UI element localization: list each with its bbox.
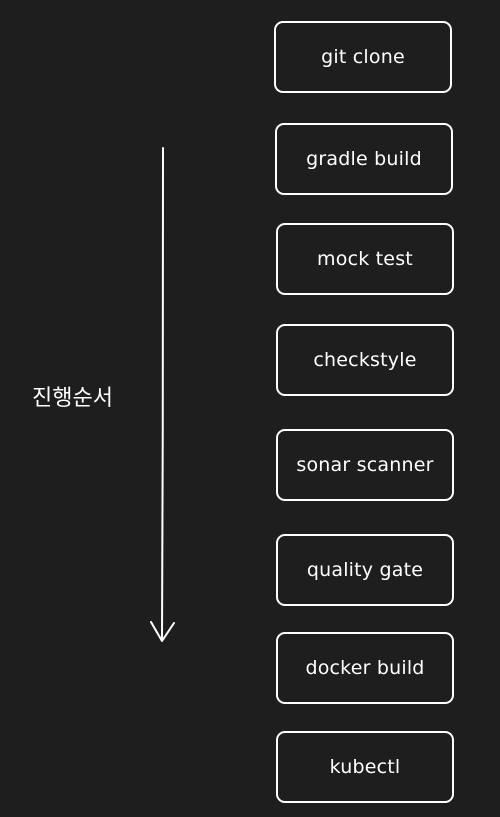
step-label: docker build (305, 657, 425, 679)
order-label: 진행순서 (32, 386, 113, 411)
step-label: mock test (317, 248, 413, 270)
step-label: checkstyle (313, 349, 417, 371)
step-git-clone: git clone (274, 21, 452, 93)
step-label: kubectl (329, 756, 401, 778)
step-mock-test: mock test (276, 223, 454, 295)
step-sonar-scanner: sonar scanner (276, 429, 454, 501)
step-label: sonar scanner (296, 454, 434, 476)
step-label: git clone (321, 46, 405, 68)
step-label: quality gate (306, 559, 424, 581)
step-kubectl: kubectl (276, 731, 454, 803)
order-arrow-head (150, 621, 175, 642)
step-label: gradle build (306, 148, 422, 170)
order-arrow-shaft (161, 147, 165, 641)
step-checkstyle: checkstyle (276, 324, 454, 396)
step-gradle-build: gradle build (275, 123, 453, 195)
step-quality-gate: quality gate (276, 534, 454, 606)
step-docker-build: docker build (276, 632, 454, 704)
